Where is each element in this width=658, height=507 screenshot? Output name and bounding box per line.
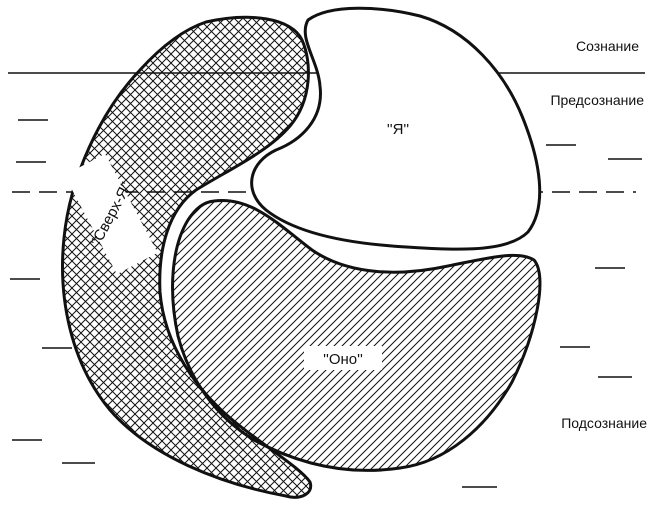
id-label: ''Оно'' xyxy=(323,351,363,368)
level-label-conscious: Сознание xyxy=(576,38,639,54)
id-region xyxy=(171,198,542,472)
left-water-dashes xyxy=(10,119,95,464)
ego-label: ''Я'' xyxy=(387,121,409,138)
id-label-box xyxy=(304,346,382,370)
level-label-preconscious: Предсознание xyxy=(550,92,644,108)
right-water-dashes xyxy=(462,144,642,488)
ego-region xyxy=(250,6,542,251)
superego-region xyxy=(61,15,313,499)
level-label-unconscious: Подсознание xyxy=(561,415,647,431)
superego-label-box xyxy=(64,153,158,275)
